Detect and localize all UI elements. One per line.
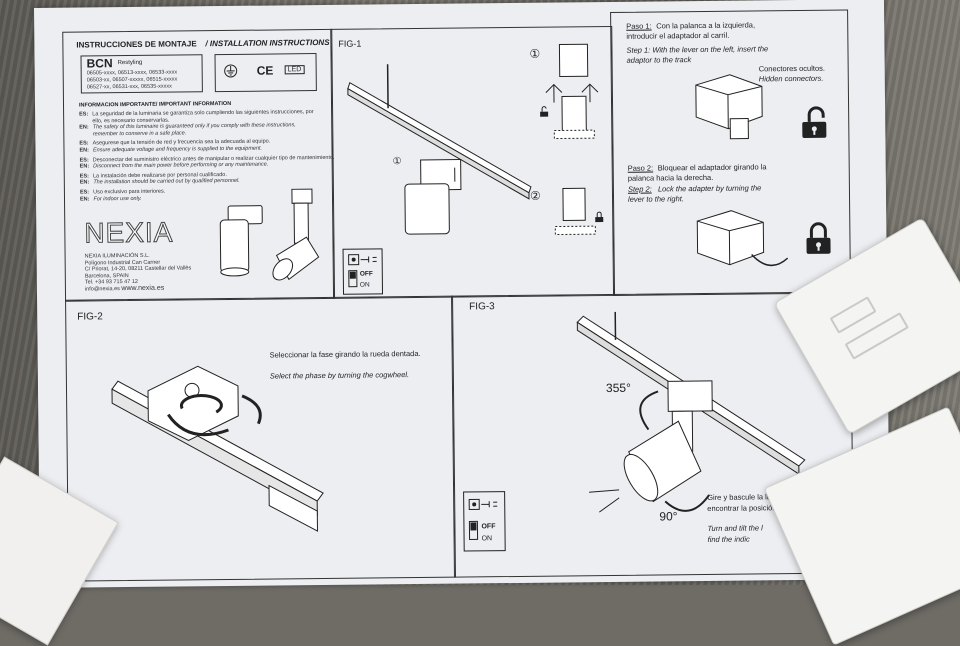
fig3-switch-icon <box>469 521 477 539</box>
fig1-off-label: OFF <box>360 270 373 277</box>
fig1-on-label: ON <box>360 282 370 289</box>
step2-text: Lock the adapter by turning the lever to… <box>628 183 778 205</box>
adapter-slot <box>830 296 877 334</box>
fig3-355-label: 355° <box>606 381 631 395</box>
fig3-en-2: find the indic <box>708 535 750 544</box>
fig3-off-label: OFF <box>481 523 495 530</box>
fig3-label: FIG-3 <box>469 301 495 312</box>
led-mark: LED <box>285 65 305 74</box>
instruction-sheet: INSTRUCCIONES DE MONTAJE / INSTALLATION … <box>34 0 890 588</box>
info-row: EN:The safety of this luminaire is guara… <box>79 122 329 138</box>
brand-address: NEXIA ILUMINACIÓN S.L. Polígono Industri… <box>85 252 192 293</box>
fig2-label: FIG-2 <box>77 311 103 322</box>
brand-web: www.nexia.es <box>121 285 164 292</box>
step1-text: Step 1: With the lever on the left, inse… <box>626 44 776 66</box>
hidden-connectors-es: Conectores ocultos. <box>759 64 825 74</box>
title-en: / INSTALLATION INSTRUCTIONS <box>205 38 329 48</box>
plug-icon <box>349 254 377 266</box>
ground-icon <box>224 64 238 78</box>
paso2-text: Bloquear el adaptador girando la palanca… <box>628 162 778 184</box>
fig2-es: Seleccionar la fase girando la rueda den… <box>270 349 421 360</box>
fig1-track-illustration <box>340 63 552 235</box>
product-sub: Restyling <box>118 60 143 66</box>
product-name: BCN <box>87 56 113 70</box>
fig1-mid-number: ② <box>530 189 541 203</box>
hidden-connectors-en: Hidden connectors. <box>759 74 824 84</box>
paso1-text: Con la palanca a la izquierda, introduci… <box>626 20 776 42</box>
lock-closed-icon <box>804 222 832 256</box>
fig2-cogwheel-illustration <box>108 365 330 537</box>
lock-closed-small-icon <box>594 212 604 222</box>
brand-logo: NEXIA <box>84 217 173 250</box>
fig3-en: Turn and tilt the l <box>707 523 762 533</box>
address-line: info@nexia.es www.nexia.es <box>85 285 192 293</box>
info-row: EN:Disconnect from the main power before… <box>80 161 330 170</box>
fig3-on-label: ON <box>482 535 493 542</box>
ce-mark: CE <box>257 63 274 77</box>
info-row: EN:Ensure adequate voltage and frequency… <box>79 145 329 154</box>
fig1-adapter-steps <box>539 40 611 241</box>
fig3-90-label: 90° <box>659 509 677 523</box>
adapter-locked-illustration <box>691 208 792 279</box>
title-es: INSTRUCCIONES DE MONTAJE <box>76 39 196 49</box>
adapter-unlocked-illustration <box>690 72 771 153</box>
lock-open-small-icon <box>539 107 549 117</box>
switch-icon <box>349 271 357 287</box>
product-code-3: 06527-xx, 06531-xxx, 06535-xxxxx <box>87 84 172 91</box>
fig1-step-marker-1: ① <box>393 156 402 167</box>
fig3-plug-icon <box>469 499 497 511</box>
lock-open-icon <box>800 106 830 140</box>
address-line: C/ Priorat, 14-20, 08211 Castellar del V… <box>85 266 192 274</box>
luminaire-illustration <box>206 185 327 296</box>
fig1-label: FIG-1 <box>338 39 361 49</box>
